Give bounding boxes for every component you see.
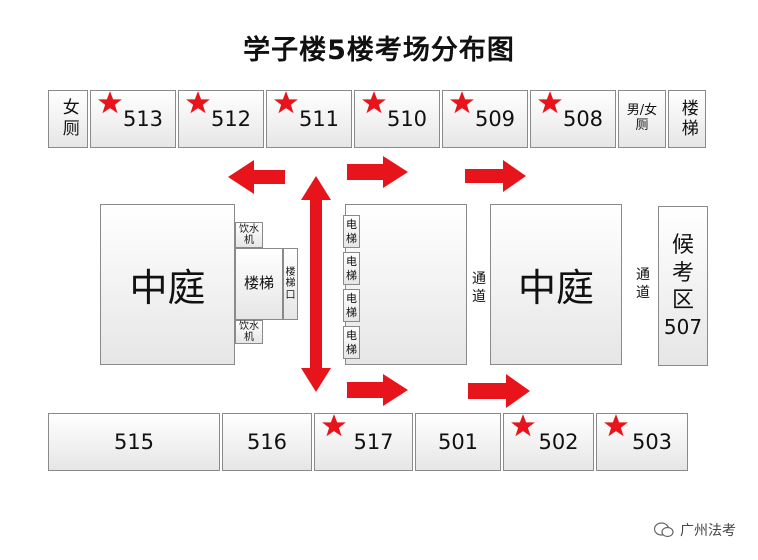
room-number: 503 [631, 430, 673, 454]
star-icon [511, 414, 535, 437]
waiting-area-room: 507 [663, 314, 703, 339]
room-517: 517 [314, 413, 413, 471]
room-number: 513 [122, 107, 164, 131]
elevator-label: 电梯 [346, 329, 357, 356]
room-number: 510 [386, 107, 428, 131]
room-number: 509 [474, 107, 516, 131]
room-number: 516 [246, 430, 288, 454]
room-509: 509 [442, 90, 528, 148]
room-510: 510 [354, 90, 440, 148]
elevator-3: 电梯 [343, 289, 360, 322]
arrow-left-icon [228, 160, 285, 194]
arrow-right-icon [468, 374, 530, 408]
page-title: 学子楼5楼考场分布图 [243, 35, 515, 66]
stairs-label: 楼梯 [677, 99, 698, 139]
room-515: 515 [48, 413, 220, 471]
elevator-2: 电梯 [343, 252, 360, 285]
unisex-restroom-label-line2: 厕 [635, 118, 649, 133]
waiting-area-label: 候考区 [671, 233, 694, 314]
elevator-4: 电梯 [343, 326, 360, 359]
room-number: 508 [562, 107, 604, 131]
star-icon [362, 91, 386, 114]
star-icon [604, 414, 628, 437]
passage-left: 通道 [472, 271, 486, 306]
room-number: 512 [210, 107, 252, 131]
room-number: 501 [437, 430, 479, 454]
stairs-center-label: 楼梯 [243, 274, 274, 293]
stairs-entrance: 楼梯口 [283, 248, 298, 320]
water-dispenser-bottom: 饮水机 [235, 320, 263, 344]
star-icon [98, 91, 122, 114]
room-number: 515 [113, 430, 155, 454]
room-508: 508 [530, 90, 616, 148]
elevator-hall [345, 204, 467, 365]
water-dispenser-top: 饮水机 [235, 222, 263, 248]
womens-restroom-label: 女厕 [58, 98, 79, 140]
passage-right: 通道 [636, 267, 650, 302]
arrow-right-icon [347, 156, 408, 188]
stairs-center: 楼梯 [235, 248, 283, 320]
room-502: 502 [503, 413, 594, 471]
unisex-restroom: 男/女 厕 [618, 90, 666, 148]
courtyard-right: 中庭 [490, 204, 622, 365]
unisex-restroom-label-line1: 男/女 [626, 103, 658, 119]
water-dispenser-label: 饮水机 [239, 321, 259, 343]
courtyard-left-label: 中庭 [129, 266, 206, 310]
elevator-label: 电梯 [346, 255, 357, 282]
room-503: 503 [596, 413, 688, 471]
elevator-label: 电梯 [346, 218, 357, 245]
room-516: 516 [222, 413, 312, 471]
star-icon [186, 91, 210, 114]
room-512: 512 [178, 90, 264, 148]
arrow-vertical-double-icon [301, 176, 331, 392]
elevator-label: 电梯 [346, 292, 357, 319]
room-513: 513 [90, 90, 176, 148]
stairs-entrance-label: 楼梯口 [285, 266, 296, 301]
star-icon [538, 91, 562, 114]
room-501: 501 [415, 413, 501, 471]
star-icon [450, 91, 474, 114]
water-dispenser-label: 饮水机 [239, 224, 259, 246]
stairs-top-right: 楼梯 [668, 90, 706, 148]
room-number: 511 [298, 107, 340, 131]
room-511: 511 [266, 90, 352, 148]
watermark-text: 广州法考 [680, 523, 736, 539]
room-number: 517 [353, 430, 394, 454]
elevator-1: 电梯 [343, 215, 360, 248]
wechat-icon [654, 522, 674, 538]
courtyard-left: 中庭 [100, 204, 235, 365]
star-icon [322, 414, 346, 437]
star-icon [274, 91, 298, 114]
arrow-right-icon [465, 160, 526, 192]
watermark: 广州法考 [654, 520, 736, 540]
waiting-area: 候考区 507 [658, 206, 708, 366]
room-number: 502 [538, 430, 579, 454]
courtyard-right-label: 中庭 [517, 266, 594, 310]
arrow-right-icon [347, 374, 408, 406]
womens-restroom: 女厕 [48, 90, 88, 148]
